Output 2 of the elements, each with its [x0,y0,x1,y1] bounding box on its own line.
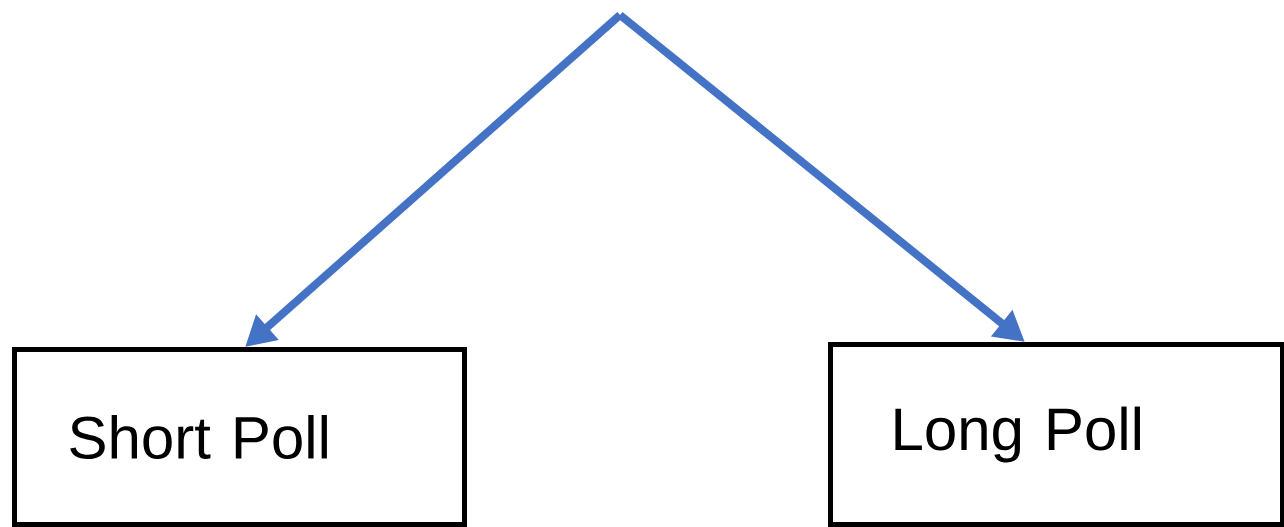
process-box: Short Poll [12,347,467,527]
process-box: Long Poll [828,342,1284,527]
